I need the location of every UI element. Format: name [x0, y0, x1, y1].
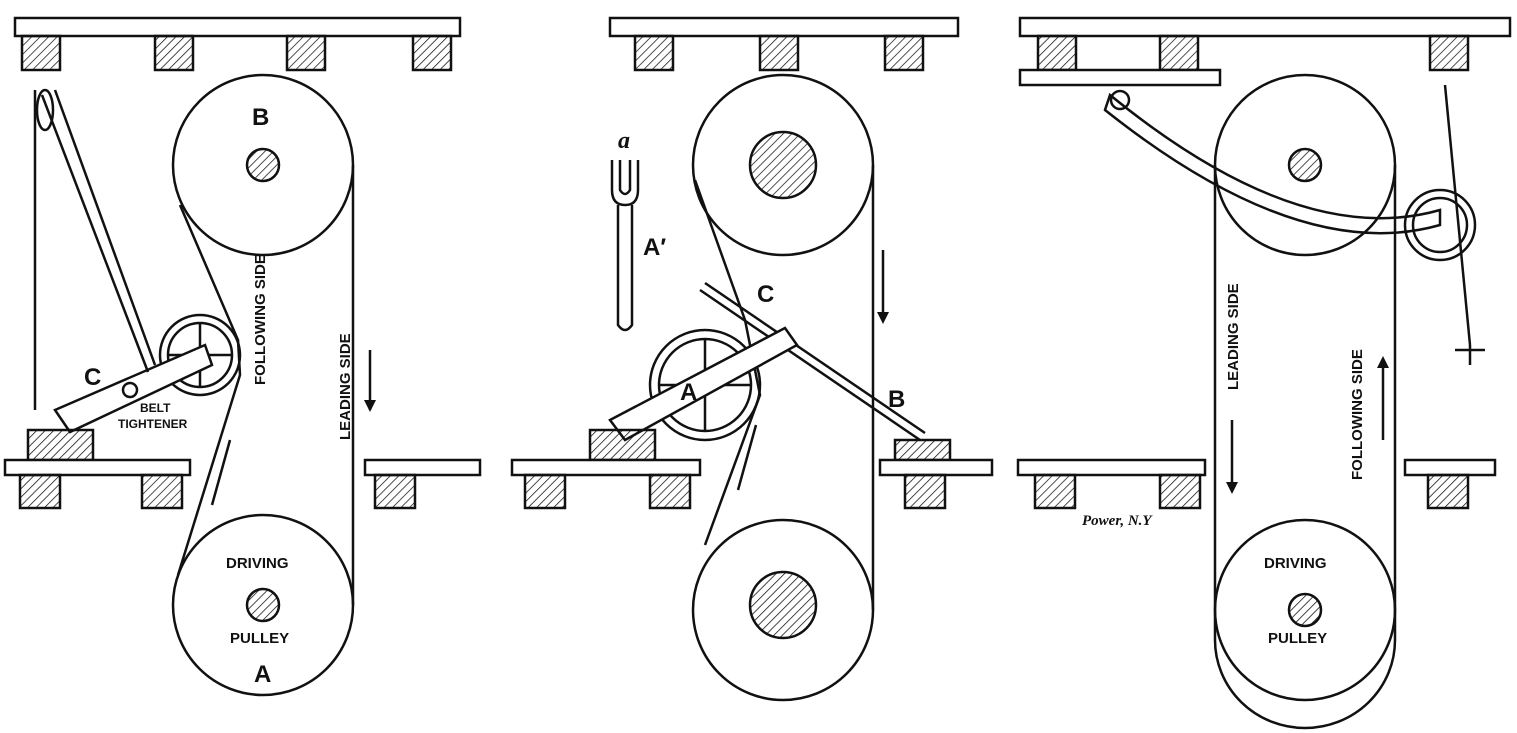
ceiling-beam — [1018, 16, 1512, 38]
joist — [285, 34, 327, 72]
label-driving: DRIVING — [226, 555, 289, 572]
shaft — [245, 147, 281, 183]
label-tightener: TIGHTENER — [118, 417, 188, 431]
base-block — [26, 428, 95, 462]
tie-rod — [699, 288, 921, 442]
joist — [153, 34, 195, 72]
weight — [1455, 345, 1485, 365]
figure-3: LEADING SIDE FOLLOWING SIDE DRIVING PULL… — [1016, 16, 1512, 730]
label-belt: BELT — [140, 401, 171, 415]
lever-arm — [608, 326, 799, 442]
floor-plank — [1016, 458, 1207, 477]
label-following-side: FOLLOWING SIDE — [1349, 349, 1366, 480]
label-driving: DRIVING — [1264, 555, 1327, 572]
label-leading-side: LEADING SIDE — [337, 333, 354, 440]
ceiling-beam — [608, 16, 960, 38]
floor-plank — [363, 458, 482, 477]
bracket-plank — [1018, 68, 1222, 87]
shaft — [245, 587, 281, 623]
weight-rod — [1443, 84, 1472, 346]
label-a: A — [680, 379, 697, 406]
tightener-wheel — [158, 313, 242, 397]
lever-arm — [53, 343, 214, 434]
belt-following-side — [176, 204, 242, 576]
arrow — [210, 439, 232, 506]
label-following-side: FOLLOWING SIDE — [252, 254, 269, 385]
tie-rod — [40, 94, 150, 373]
floor-plank — [3, 458, 192, 477]
joist — [20, 34, 62, 72]
fork-tool — [610, 160, 640, 332]
label-leading-side: LEADING SIDE — [1225, 283, 1242, 390]
floor-plank — [510, 458, 702, 477]
label-fork-a: a — [618, 128, 630, 154]
tightener-wheel — [1403, 188, 1477, 262]
ceiling-beam — [13, 16, 462, 38]
curved-arm — [1103, 92, 1442, 235]
label-b: B — [888, 386, 905, 413]
joist — [411, 34, 453, 72]
floor-plank — [878, 458, 994, 477]
tightener-wheel — [648, 328, 762, 442]
floor-plank — [1403, 458, 1497, 477]
label-a-prime: A′ — [643, 234, 666, 261]
figure-2: a A′ C A B — [510, 16, 994, 702]
label-b: B — [252, 104, 269, 131]
figure-1: B FOLLOWING SIDE LEADING SIDE C BELT TIG… — [3, 16, 482, 697]
label-c: C — [757, 281, 774, 308]
belt — [1213, 165, 1397, 730]
label-a: A — [254, 661, 271, 688]
label-pulley: PULLEY — [1268, 630, 1327, 647]
label-c: C — [84, 364, 101, 391]
label-pulley: PULLEY — [230, 630, 289, 647]
credit: Power, N.Y — [1082, 513, 1153, 529]
